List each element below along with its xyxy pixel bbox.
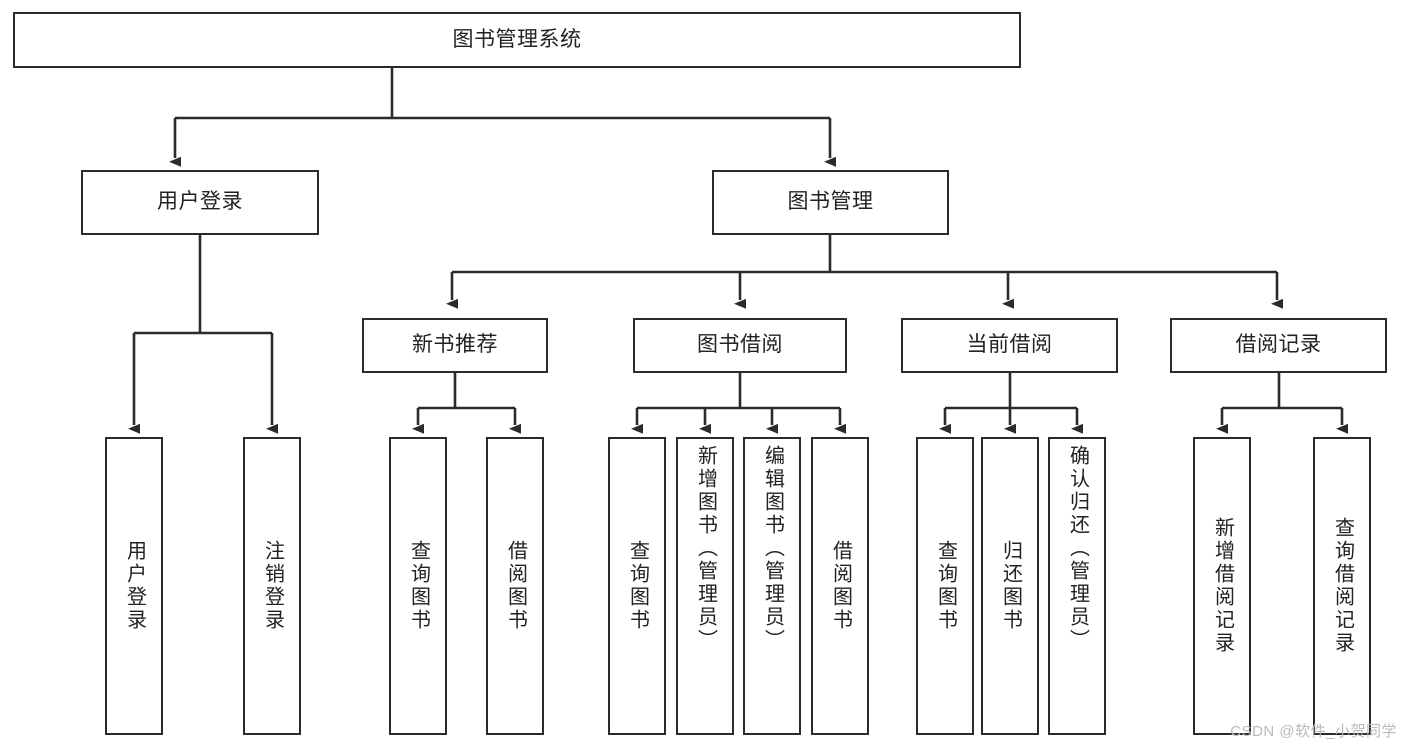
- leaf-book-borrow-borrow[interactable]: 借阅图书: [811, 437, 869, 735]
- node-book-management-label: 图书管理: [787, 190, 874, 214]
- node-user-login[interactable]: 用户登录: [81, 170, 319, 235]
- leaf-borrow-record-query-label: 查询借阅记录: [1331, 517, 1354, 655]
- node-new-book-recommend-label: 新书推荐: [412, 333, 498, 357]
- leaf-current-borrow-return[interactable]: 归还图书: [981, 437, 1039, 735]
- leaf-book-borrow-add[interactable]: 新增图书（管理员）: [676, 437, 734, 735]
- csdn-watermark: CSDN @软件_小贺同学: [1230, 723, 1397, 740]
- leaf-user-login-logout-label: 注销登录: [261, 540, 284, 632]
- node-root-book-management-system[interactable]: 图书管理系统: [13, 12, 1021, 68]
- node-user-login-label: 用户登录: [157, 190, 243, 214]
- node-root-label: 图书管理系统: [452, 27, 582, 51]
- node-book-management[interactable]: 图书管理: [712, 170, 949, 235]
- leaf-new-book-borrow-label: 借阅图书: [504, 540, 527, 632]
- node-borrow-record[interactable]: 借阅记录: [1170, 318, 1387, 373]
- leaf-borrow-record-query[interactable]: 查询借阅记录: [1313, 437, 1371, 735]
- leaf-book-borrow-add-label: 新增图书（管理员）: [694, 445, 717, 652]
- leaf-new-book-query[interactable]: 查询图书: [389, 437, 447, 735]
- leaf-borrow-record-add[interactable]: 新增借阅记录: [1193, 437, 1251, 735]
- node-borrow-record-label: 借阅记录: [1235, 333, 1322, 357]
- node-new-book-recommend[interactable]: 新书推荐: [362, 318, 548, 373]
- leaf-current-borrow-query[interactable]: 查询图书: [916, 437, 974, 735]
- leaf-new-book-query-label: 查询图书: [407, 540, 430, 632]
- leaf-book-borrow-query-label: 查询图书: [626, 540, 649, 632]
- node-book-borrow[interactable]: 图书借阅: [633, 318, 847, 373]
- leaf-book-borrow-query[interactable]: 查询图书: [608, 437, 666, 735]
- leaf-current-borrow-return-label: 归还图书: [999, 540, 1022, 632]
- leaf-book-borrow-borrow-label: 借阅图书: [829, 540, 852, 632]
- leaf-current-borrow-confirm-label: 确认归还（管理员）: [1066, 445, 1089, 652]
- leaf-book-borrow-edit-label: 编辑图书（管理员）: [761, 445, 784, 652]
- leaf-user-login-login-label: 用户登录: [123, 540, 146, 632]
- leaf-borrow-record-add-label: 新增借阅记录: [1211, 517, 1234, 655]
- node-current-borrow[interactable]: 当前借阅: [901, 318, 1118, 373]
- leaf-user-login-logout[interactable]: 注销登录: [243, 437, 301, 735]
- node-book-borrow-label: 图书借阅: [697, 333, 783, 357]
- leaf-current-borrow-query-label: 查询图书: [934, 540, 957, 632]
- leaf-user-login-login[interactable]: 用户登录: [105, 437, 163, 735]
- node-current-borrow-label: 当前借阅: [966, 333, 1053, 357]
- leaf-book-borrow-edit[interactable]: 编辑图书（管理员）: [743, 437, 801, 735]
- leaf-new-book-borrow[interactable]: 借阅图书: [486, 437, 544, 735]
- leaf-current-borrow-confirm[interactable]: 确认归还（管理员）: [1048, 437, 1106, 735]
